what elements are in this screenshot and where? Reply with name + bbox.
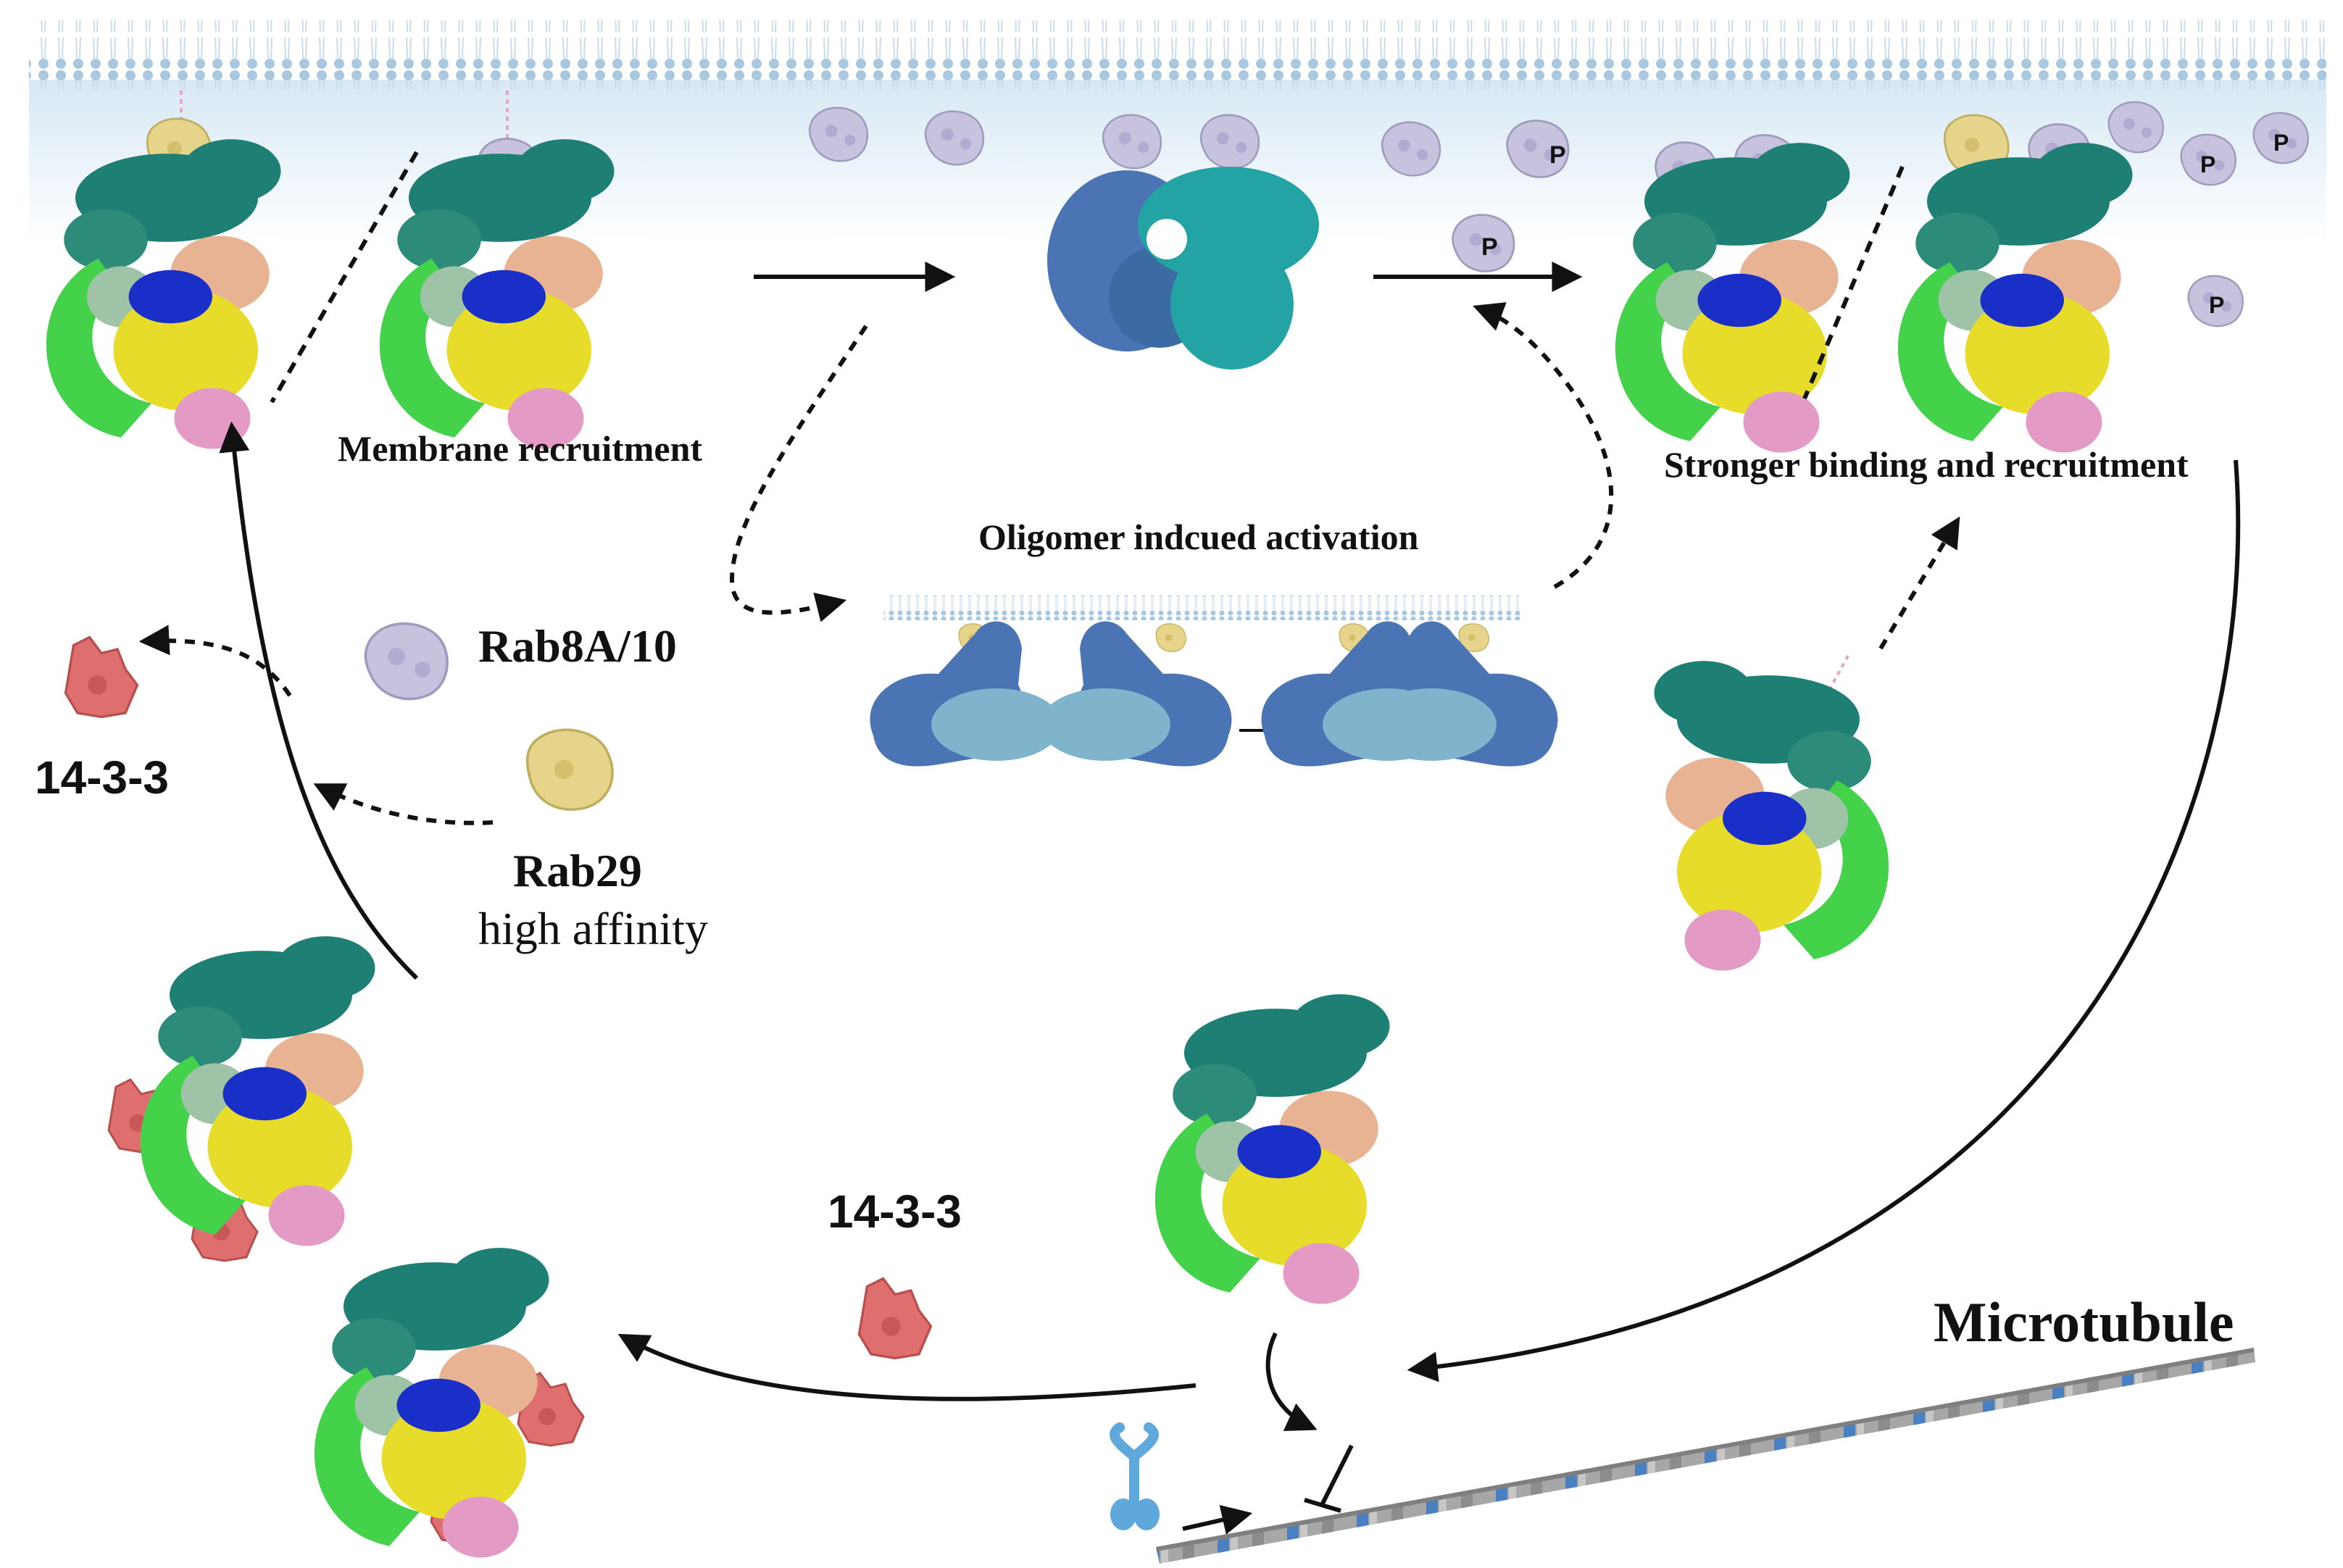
lrrk2-complex-bottom-left-1 (107, 936, 375, 1262)
microtubule-filament (1156, 1348, 2255, 1564)
inhibition-bar (1304, 1444, 1354, 1513)
svg-text:P: P (1481, 233, 1498, 261)
lrrk2-complex-top-left (46, 91, 281, 449)
rab8a-legend-icon (364, 622, 449, 701)
lrrk2-dimer (1047, 167, 1319, 370)
arrow-center-down (1265, 1332, 1318, 1431)
1433-left-icon (64, 635, 139, 719)
svg-text:P: P (2273, 130, 2289, 156)
svg-text:P: P (1549, 141, 1566, 169)
rab29-label: Rab29 (513, 845, 642, 896)
middle-1433-label: 14-3-3 (828, 1185, 962, 1238)
arrow-cycle-left-up (219, 421, 419, 980)
lrrk2-complex-bottom-center (1154, 994, 1390, 1304)
rab8a-label: Rab8A/10 (478, 620, 677, 672)
lrrk2-complex-bottom-left-2 (314, 1248, 585, 1558)
arrow-dashed-rab29-to-cycle (313, 783, 494, 825)
oligomer-activation-label: Oligomer indcued activation (978, 517, 1419, 557)
lrrk2-complex-right-cytosol (1654, 655, 1889, 971)
lrrk2-complex-top-right-2: P (1897, 114, 2133, 453)
1433-middle-icon (857, 1277, 933, 1360)
divider-dashed-right (1802, 165, 1905, 400)
rab29-legend-icon (525, 728, 614, 811)
divider-dashed-left (270, 151, 419, 404)
rab29-affinity-label: high affinity (478, 903, 708, 954)
left-1433-label: 14-3-3 (35, 751, 169, 804)
kinesin-motor-icon (1110, 1422, 1160, 1530)
arrow-dashed-up-right (1878, 516, 1960, 650)
arrow-dashed-into-oligomer (729, 325, 868, 622)
oligomer-membrane (884, 596, 1522, 620)
lrrk2-complex-top-right-1: P (1615, 134, 1850, 453)
arrow-kinesin-to-microtubule (1182, 1504, 1253, 1535)
phospho-rab8a-far-right: P P P (2107, 101, 2309, 328)
svg-text:P: P (2209, 292, 2224, 318)
phospho-rab8a-1: P (1506, 120, 1570, 178)
phospho-rab8a-2: P (1452, 214, 1515, 272)
svg-text:P: P (2200, 151, 2215, 178)
stronger-binding-label: Stronger binding and recruitment (1664, 444, 2189, 485)
arrow-cycle-right-down (1407, 459, 2241, 1383)
oligomer-chain (870, 621, 1558, 767)
membrane-recruitment-label: Membrane recruitment (338, 428, 703, 469)
arrow-to-bottom-left (617, 1333, 1197, 1401)
membrane-bilayer (29, 20, 2326, 90)
microtubule-label: Microtubule (1934, 1290, 2234, 1354)
arrow-dashed-to-1433 (138, 625, 292, 697)
arrow-dashed-oligomer-to-dimer (1473, 302, 1614, 589)
